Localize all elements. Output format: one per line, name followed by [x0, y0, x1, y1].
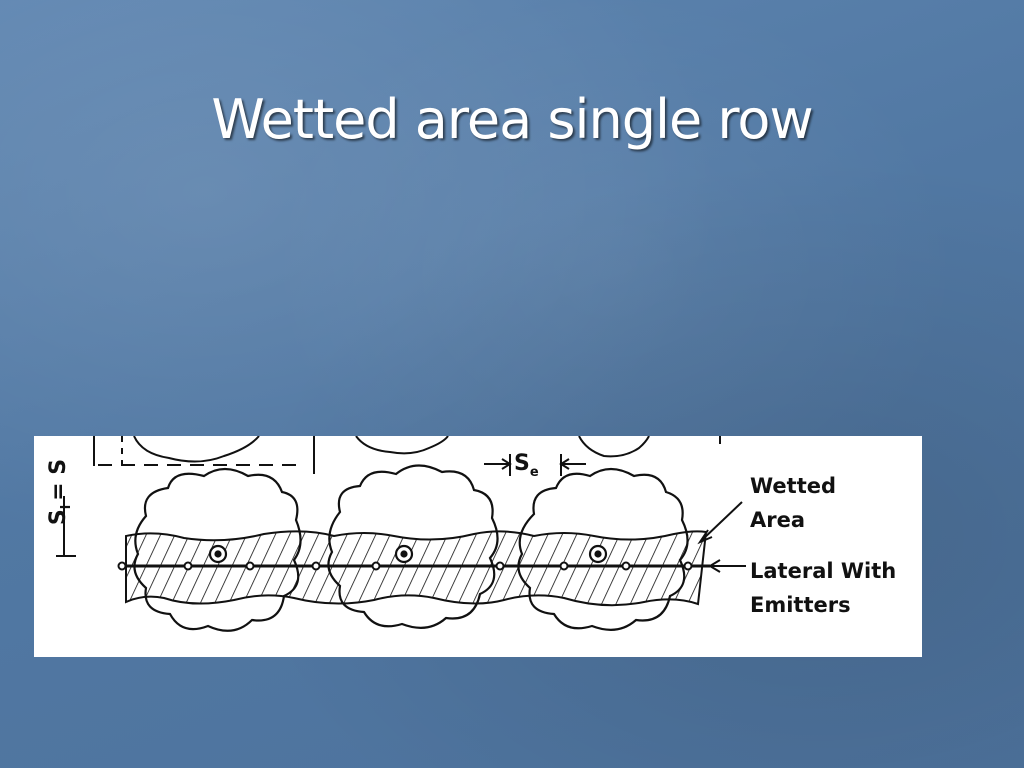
emitter-spacing-symbol: Se — [514, 451, 539, 480]
emitters — [117, 561, 693, 571]
upper-row-wetted-areas — [133, 436, 650, 463]
upper-dashed-boundary — [98, 436, 721, 474]
lateral-label-line1: Lateral With — [750, 559, 896, 583]
wetted-area-diagram: Sl= S Se — [34, 436, 922, 657]
wetted-strip-band — [125, 530, 708, 607]
lateral-spacing-dimension — [56, 436, 95, 557]
plant-markers — [208, 544, 608, 564]
wetted-area-label-line2: Area — [750, 508, 805, 532]
label-leaders — [697, 501, 746, 573]
diagram-svg: Sl= S Se — [46, 436, 896, 632]
lateral-label-line2: Emitters — [750, 593, 851, 617]
wetted-area-label-line1: Wetted — [750, 474, 836, 498]
lateral-spacing-symbol: Sl= S — [46, 459, 74, 525]
wetted-area-clouds — [133, 464, 689, 632]
emitter-spacing-dimension — [484, 454, 586, 476]
slide-title: Wetted area single row — [211, 88, 813, 151]
